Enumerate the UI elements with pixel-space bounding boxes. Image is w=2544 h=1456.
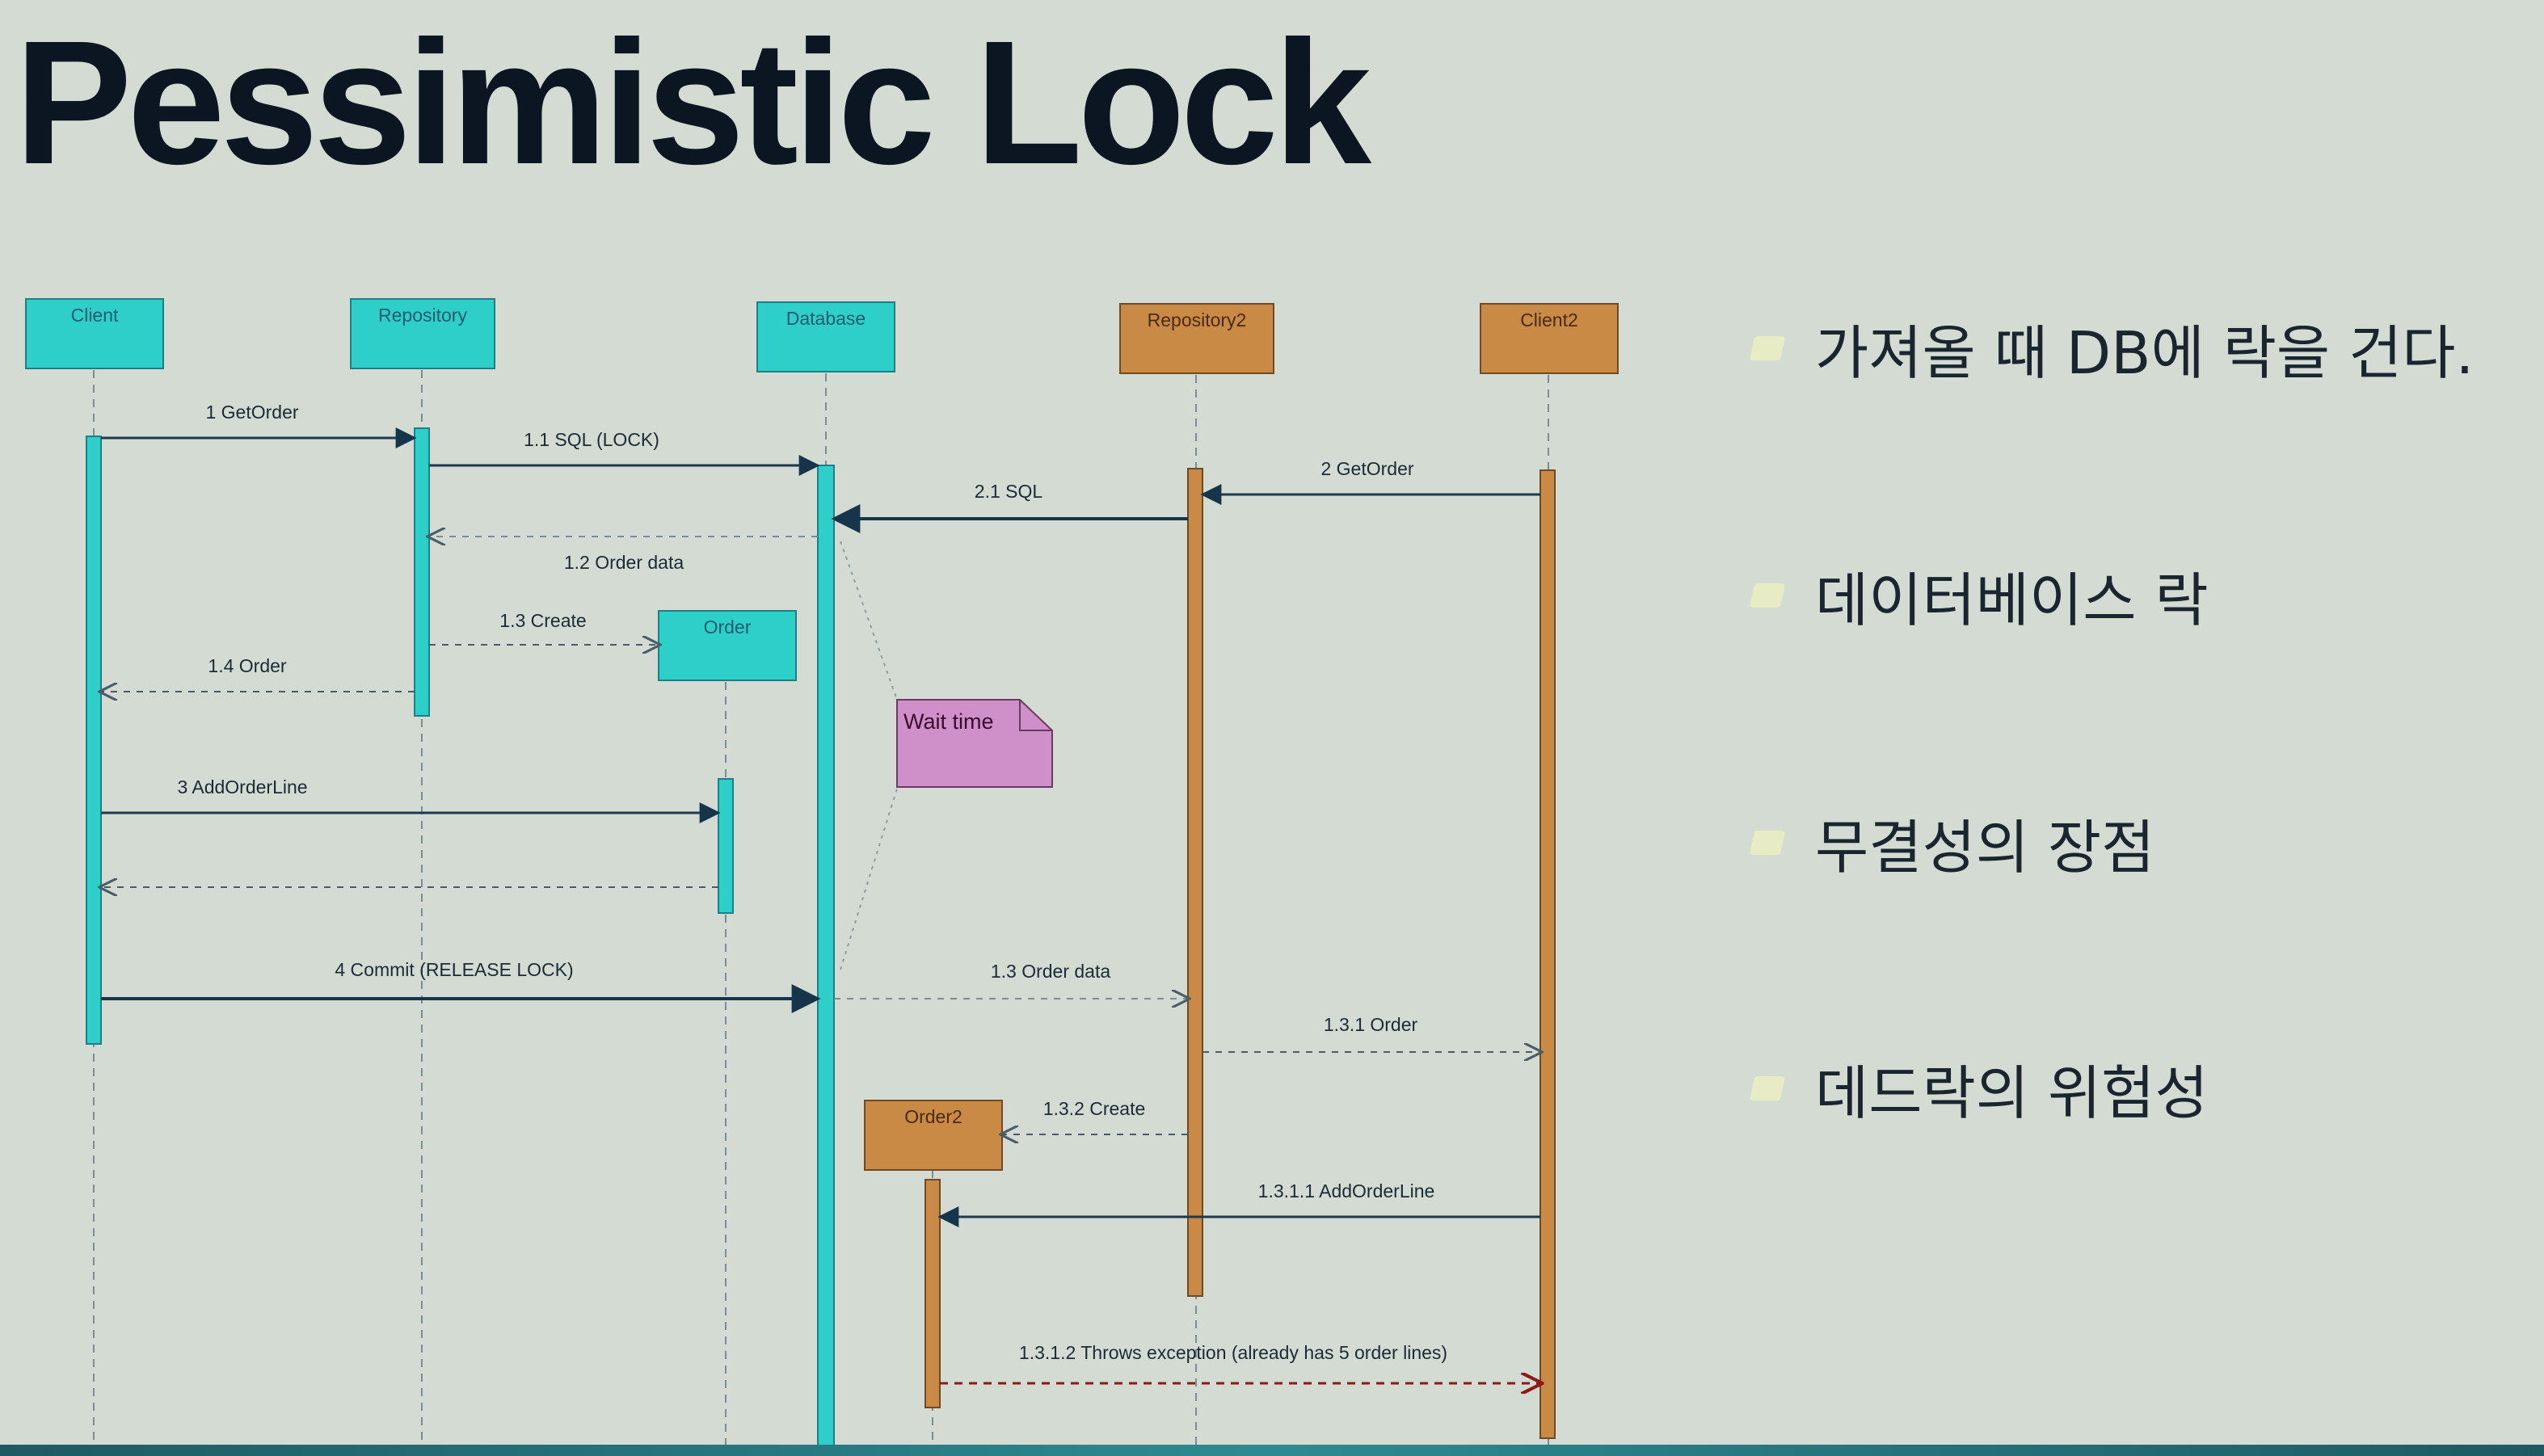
- message-3-addorderline: 3 AddOrderLine: [101, 776, 721, 823]
- message-1-3-1-1-addorderline: 1.3.1.1 AddOrderLine: [937, 1180, 1540, 1227]
- message-4-label: 4 Commit (RELEASE LOCK): [335, 959, 573, 980]
- bullet-marker: [1749, 583, 1786, 608]
- message-1-3-1-2-exception: 1.3.1.2 Throws exception (already has 5 …: [940, 1342, 1540, 1383]
- message-2-1-sql: 2.1 SQL: [831, 481, 1188, 533]
- activation-order: [718, 778, 734, 914]
- participant-order2: Order2: [864, 1100, 1003, 1171]
- message-1-3-create: 1.3 Create: [429, 610, 659, 645]
- message-1-label: 1 GetOrder: [205, 402, 298, 423]
- participant-repository-label: Repository: [378, 305, 467, 326]
- message-4-commit: 4 Commit (RELEASE LOCK): [101, 959, 821, 1013]
- participant-client2: Client2: [1480, 303, 1619, 374]
- note-wait-time-text: Wait time: [903, 709, 994, 734]
- activation-database: [817, 465, 835, 1454]
- bullet-item: 가져올 때 DB에 락을 건다.: [1749, 305, 2475, 390]
- message-1-3-2-create: 1.3.2 Create: [1002, 1098, 1188, 1134]
- message-1-4-label: 1.4 Order: [208, 655, 286, 676]
- participant-repository2: Repository2: [1119, 303, 1274, 374]
- message-1-1-sql-lock: 1.1 SQL (LOCK): [429, 429, 820, 476]
- message-1-3-2-label: 1.3.2 Create: [1043, 1098, 1146, 1119]
- activation-order2: [925, 1179, 941, 1408]
- participant-repository2-label: Repository2: [1148, 309, 1247, 330]
- message-1-3-1-order: 1.3.1 Order: [1203, 1014, 1540, 1052]
- bullet-item: 데드락의 위험성: [1749, 1046, 2209, 1130]
- activation-client: [86, 436, 102, 1045]
- bullet-text: 데드락의 위험성: [1815, 1059, 2209, 1127]
- participant-client: Client: [25, 298, 164, 369]
- message-1-3-1-1-label: 1.3.1.1 AddOrderLine: [1258, 1180, 1435, 1201]
- bullet-text: 가져올 때 DB에 락을 건다.: [1815, 319, 2475, 387]
- message-1-3-1-label: 1.3.1 Order: [1324, 1014, 1418, 1035]
- participant-order2-label: Order2: [904, 1106, 962, 1127]
- participant-database: Database: [756, 301, 895, 372]
- message-1-2-label: 1.2 Order data: [564, 552, 684, 573]
- note-wait-time: Wait time: [840, 541, 1053, 970]
- message-2-1-3-order-data: 1.3 Order data: [834, 961, 1188, 999]
- participant-client2-label: Client2: [1520, 309, 1578, 330]
- message-1-2-order-data: 1.2 Order data: [429, 537, 818, 573]
- activation-repository2: [1187, 468, 1203, 1297]
- bullet-marker: [1749, 1075, 1786, 1100]
- message-1-1-label: 1.1 SQL (LOCK): [524, 429, 659, 450]
- message-1-getorder: 1 GetOrder: [101, 402, 417, 448]
- participant-order: Order: [658, 610, 797, 681]
- message-1-3-1-2-label: 1.3.1.2 Throws exception (already has 5 …: [1019, 1342, 1447, 1363]
- participant-order-label: Order: [704, 616, 752, 638]
- message-1-3-label: 1.3 Create: [499, 610, 586, 631]
- bullet-marker: [1749, 830, 1786, 855]
- message-3-label: 3 AddOrderLine: [177, 776, 307, 797]
- bullet-marker: [1749, 335, 1786, 360]
- participant-repository: Repository: [350, 298, 495, 369]
- participant-database-label: Database: [786, 308, 866, 329]
- message-1-4-order: 1.4 Order: [101, 655, 415, 692]
- message-2-label: 2 GetOrder: [1320, 458, 1413, 479]
- message-2-1-label: 2.1 SQL: [975, 481, 1043, 502]
- slide-title: Pessimistic Lock: [15, 5, 1371, 201]
- bullet-item: 무결성의 장점: [1749, 800, 2155, 885]
- bullet-text: 데이터베이스 락: [1815, 566, 2209, 634]
- bullet-item: 데이터베이스 락: [1749, 553, 2209, 638]
- activation-client2: [1539, 469, 1556, 1439]
- message-2-getorder: 2 GetOrder: [1200, 458, 1540, 505]
- bottom-band: [0, 1445, 2544, 1456]
- message-2-1-3-label: 1.3 Order data: [991, 961, 1111, 982]
- activation-repository: [414, 427, 430, 717]
- bullet-text: 무결성의 장점: [1815, 814, 2155, 882]
- participant-client-label: Client: [71, 305, 119, 326]
